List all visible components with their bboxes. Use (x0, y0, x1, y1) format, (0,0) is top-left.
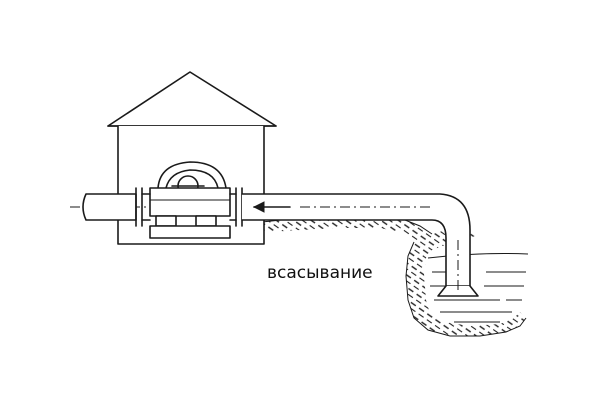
discharge-pipe (70, 187, 151, 227)
pump-unit (149, 161, 231, 239)
flow-direction-arrow-icon (252, 201, 291, 213)
suction-pipe (229, 187, 479, 297)
suction-label: всасывание (267, 263, 373, 283)
reservoir-water (427, 253, 529, 323)
